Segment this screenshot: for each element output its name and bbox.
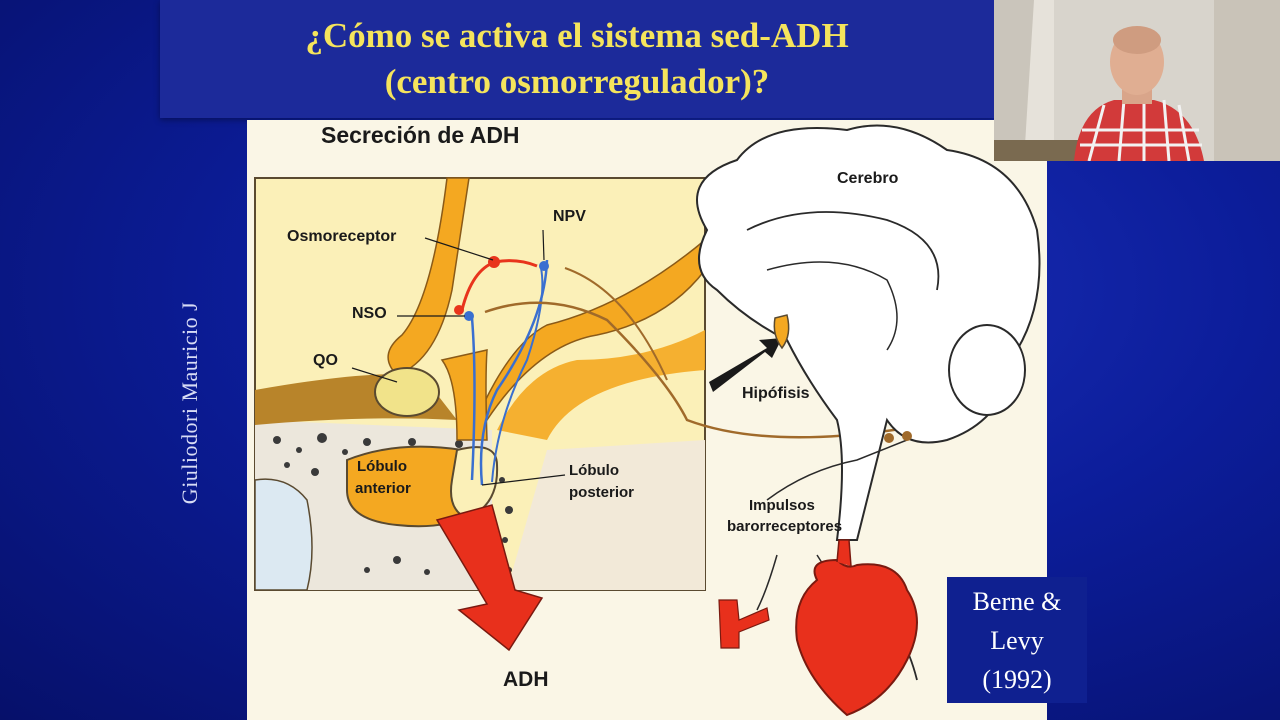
- posterior-leader: [481, 474, 566, 486]
- third-ventricle-wall: [387, 177, 470, 376]
- nts-cell-2: [902, 431, 912, 441]
- label-hipofisis: Hipófisis: [742, 385, 810, 402]
- baroreceptor-pathway-2: [564, 267, 668, 381]
- optic-chiasm: [374, 367, 440, 417]
- adh-secretion-figure: Secreción de ADH Osmoreceptor NPV NSO QO…: [247, 120, 1047, 720]
- sinus-cavity: [254, 478, 313, 591]
- label-impulsos-2: barorreceptores: [727, 518, 843, 535]
- label-osmoreceptor: Osmoreceptor: [287, 228, 397, 245]
- hipofisis-small: [773, 314, 790, 350]
- citation-box: Berne & Levy (1992): [947, 577, 1087, 703]
- adh-release-arrow: [435, 504, 544, 652]
- baroreceptor-pathway: [484, 301, 908, 439]
- slide-title-line-1: ¿Cómo se activa el sistema sed-ADH: [305, 16, 849, 55]
- posterior-lobe: [450, 446, 499, 520]
- label-cerebro: Cerebro: [837, 170, 899, 187]
- carotid-sinus: [718, 599, 770, 649]
- figure-heading: Secreción de ADH: [321, 122, 520, 148]
- citation-line-2: Levy: [990, 625, 1044, 655]
- slide-title-bar: ¿Cómo se activa el sistema sed-ADH (cent…: [160, 0, 994, 118]
- label-nso: NSO: [352, 305, 387, 322]
- citation-line-1: Berne &: [972, 586, 1062, 616]
- pituitary-stalk: [440, 349, 488, 441]
- label-adh: ADH: [503, 668, 549, 691]
- zoom-arrow: [709, 338, 782, 392]
- aorta: [836, 539, 852, 567]
- nso-axon: [470, 317, 476, 481]
- npv-axon-2: [491, 267, 544, 483]
- nso-cell: [464, 311, 474, 321]
- osmoreceptor-leader: [424, 237, 494, 261]
- qo-leader: [351, 367, 398, 383]
- nerve-line: [766, 439, 908, 501]
- hypothalamus-band: [497, 330, 705, 440]
- label-qo: QO: [313, 352, 338, 369]
- brain-inner-fold: [766, 261, 898, 351]
- nts-cell: [884, 433, 894, 443]
- osmoreceptor-cell: [488, 256, 500, 268]
- label-lobulo-anterior-2: anterior: [355, 480, 411, 497]
- label-lobulo-anterior-1: Lóbulo: [357, 458, 407, 475]
- npv-cell: [539, 261, 549, 271]
- label-lobulo-posterior-2: posterior: [569, 484, 635, 501]
- label-npv: NPV: [553, 208, 586, 225]
- heart: [795, 558, 918, 717]
- author-credit: Giuliodori Mauricio J: [177, 301, 202, 505]
- slide-title-line-2: (centro osmorregulador)?: [384, 62, 770, 101]
- cerebellum: [948, 324, 1026, 416]
- baroreceptor-nerve: [756, 554, 778, 611]
- presenter-video-frame: [994, 0, 1280, 161]
- npv-leader: [542, 229, 545, 261]
- label-impulsos-1: Impulsos: [749, 497, 815, 514]
- presenter-webcam: [994, 0, 1280, 161]
- brain-outline: [696, 124, 1041, 541]
- label-lobulo-posterior-1: Lóbulo: [569, 462, 619, 479]
- posterior-background: [507, 440, 705, 590]
- citation-line-3: (1992): [982, 664, 1052, 694]
- adh-diagram-drawing: [254, 124, 1041, 717]
- osmoreceptor-cell-2: [454, 305, 464, 315]
- corpus-callosum: [746, 211, 940, 291]
